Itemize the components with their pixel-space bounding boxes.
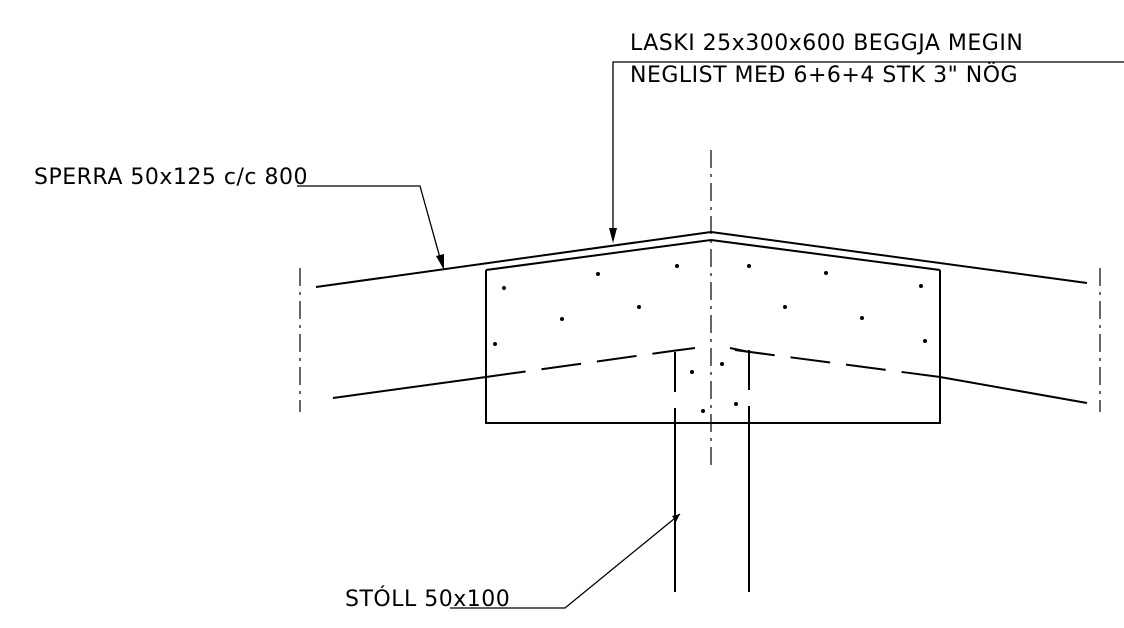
sperra-label-size: SPERRA 50x125 [34,165,224,190]
sperra-label: SPERRA 50x125 c/c 800 [34,165,308,190]
nail [560,317,564,321]
laski-label-line2: NEGLIST MEÐ 6+6+4 STK 3" NÖG [630,62,1018,88]
sperra-leader [297,185,444,270]
nail [919,284,923,288]
post-top-right-hidden [729,347,750,353]
nail [596,272,600,276]
nail [637,305,641,309]
right-rafter-bottom-edge-hidden [734,349,941,378]
nail [701,409,705,413]
stoll-leader-line [450,513,681,609]
stoll-label: STÓLL 50x100 [345,586,510,612]
right-rafter [710,231,1101,412]
nail [493,342,497,346]
nail [860,316,864,320]
post-top-left-hidden [671,347,696,352]
left-rafter-top-edge-inner [485,239,712,271]
left-rafter-bottom-edge-outer [332,376,487,399]
laski-leader-line [612,61,1124,238]
nail [675,264,679,268]
laski-label-line1: LASKI 25x300x600 BEGGJA MEGIN [630,31,1023,56]
nail [502,286,506,290]
left-rafter-bottom-edge-hidden [485,350,673,378]
nail [824,271,828,275]
stoll-leader [450,513,681,609]
stoll-label-size: 50x100 [424,587,510,612]
nail [747,264,751,268]
sperra-label-spacing: c/c 800 [224,165,308,190]
gusset-plate [485,270,941,424]
left-rafter [299,231,712,412]
laski-leader [609,61,1124,243]
sperra-leader-arrowhead [436,254,444,270]
stoll-label-prefix: STÓLL [345,586,424,612]
laski-leader-arrowhead [609,228,617,243]
sperra-leader-line [297,185,443,266]
stoll-leader-arrowhead [672,514,680,522]
nail [690,370,694,374]
left-rafter-top-edge [315,231,712,288]
post [671,347,750,592]
right-rafter-top-edge-inner [710,239,941,271]
nails [493,264,927,413]
nail [734,402,738,406]
right-rafter-bottom-edge-outer [939,376,1088,404]
nail [720,362,724,366]
right-rafter-top-edge [710,231,1088,284]
nail [923,339,927,343]
nail [783,305,787,309]
